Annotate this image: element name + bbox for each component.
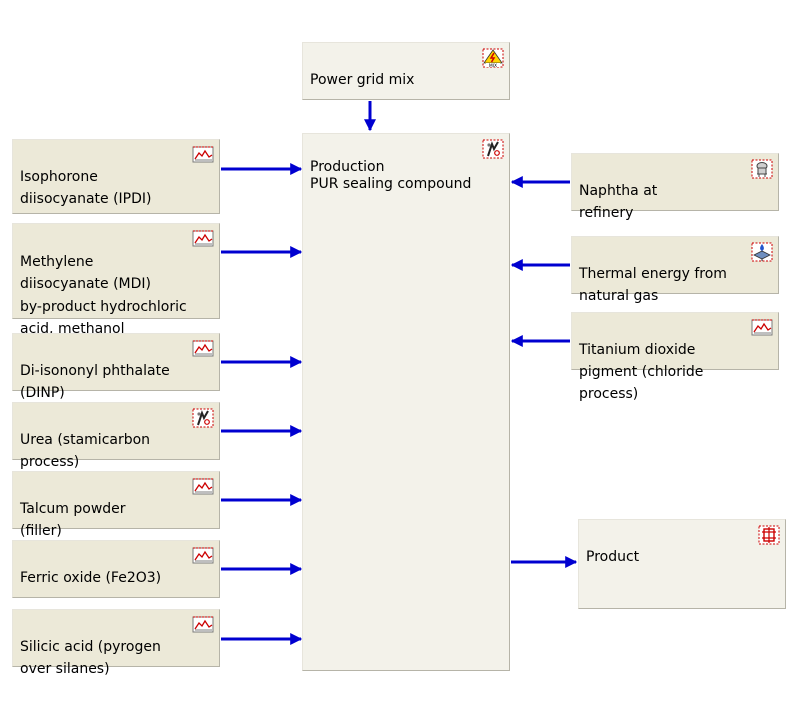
dinp-label: Di-isononyl phthalate (DINP) bbox=[20, 363, 170, 401]
silicic-acid-box[interactable]: Silicic acid (pyrogen over silanes) bbox=[12, 609, 220, 677]
thermal-energy-label: Thermal energy from natural gas bbox=[579, 266, 727, 304]
isophorone-diisocyanate-box[interactable]: Isophorone diisocyanate (IPDI) bbox=[12, 139, 220, 214]
silicic-acid-label: Silicic acid (pyrogen over silanes) bbox=[20, 639, 161, 677]
power-grid-mix-label: Power grid mix bbox=[310, 72, 415, 88]
talcum-powder-label: Talcum powder (filler) bbox=[20, 501, 126, 539]
production-label: Production PUR sealing compound bbox=[310, 159, 472, 192]
product-box[interactable]: Product bbox=[578, 519, 786, 609]
dinp-box[interactable]: Di-isononyl phthalate (DINP) bbox=[12, 333, 220, 401]
ferric-oxide-label: Ferric oxide (Fe2O3) bbox=[20, 570, 162, 586]
product-label: Product bbox=[586, 549, 640, 565]
titanium-dioxide-label: Titanium dioxide pigment (chloride proce… bbox=[579, 342, 704, 402]
ferric-oxide-box[interactable]: Ferric oxide (Fe2O3) bbox=[12, 540, 220, 598]
isophorone-diisocyanate-label: Isophorone diisocyanate (IPDI) bbox=[20, 169, 152, 207]
urea-label: Urea (stamicarbon process) bbox=[20, 432, 151, 470]
power-grid-mix-box[interactable]: Power grid mix bbox=[302, 42, 510, 100]
naphtha-box[interactable]: Naphtha at refinery bbox=[571, 153, 779, 221]
methylene-diisocyanate-box[interactable]: Methylene diisocyanate (MDI) by-product … bbox=[12, 223, 220, 337]
naphtha-label: Naphtha at refinery bbox=[579, 183, 658, 221]
urea-box[interactable]: Urea (stamicarbon process) bbox=[12, 402, 220, 470]
production-box[interactable]: Production PUR sealing compound bbox=[302, 133, 510, 671]
talcum-powder-box[interactable]: Talcum powder (filler) bbox=[12, 471, 220, 539]
thermal-energy-box[interactable]: Thermal energy from natural gas bbox=[571, 236, 779, 304]
titanium-dioxide-box[interactable]: Titanium dioxide pigment (chloride proce… bbox=[571, 312, 779, 402]
